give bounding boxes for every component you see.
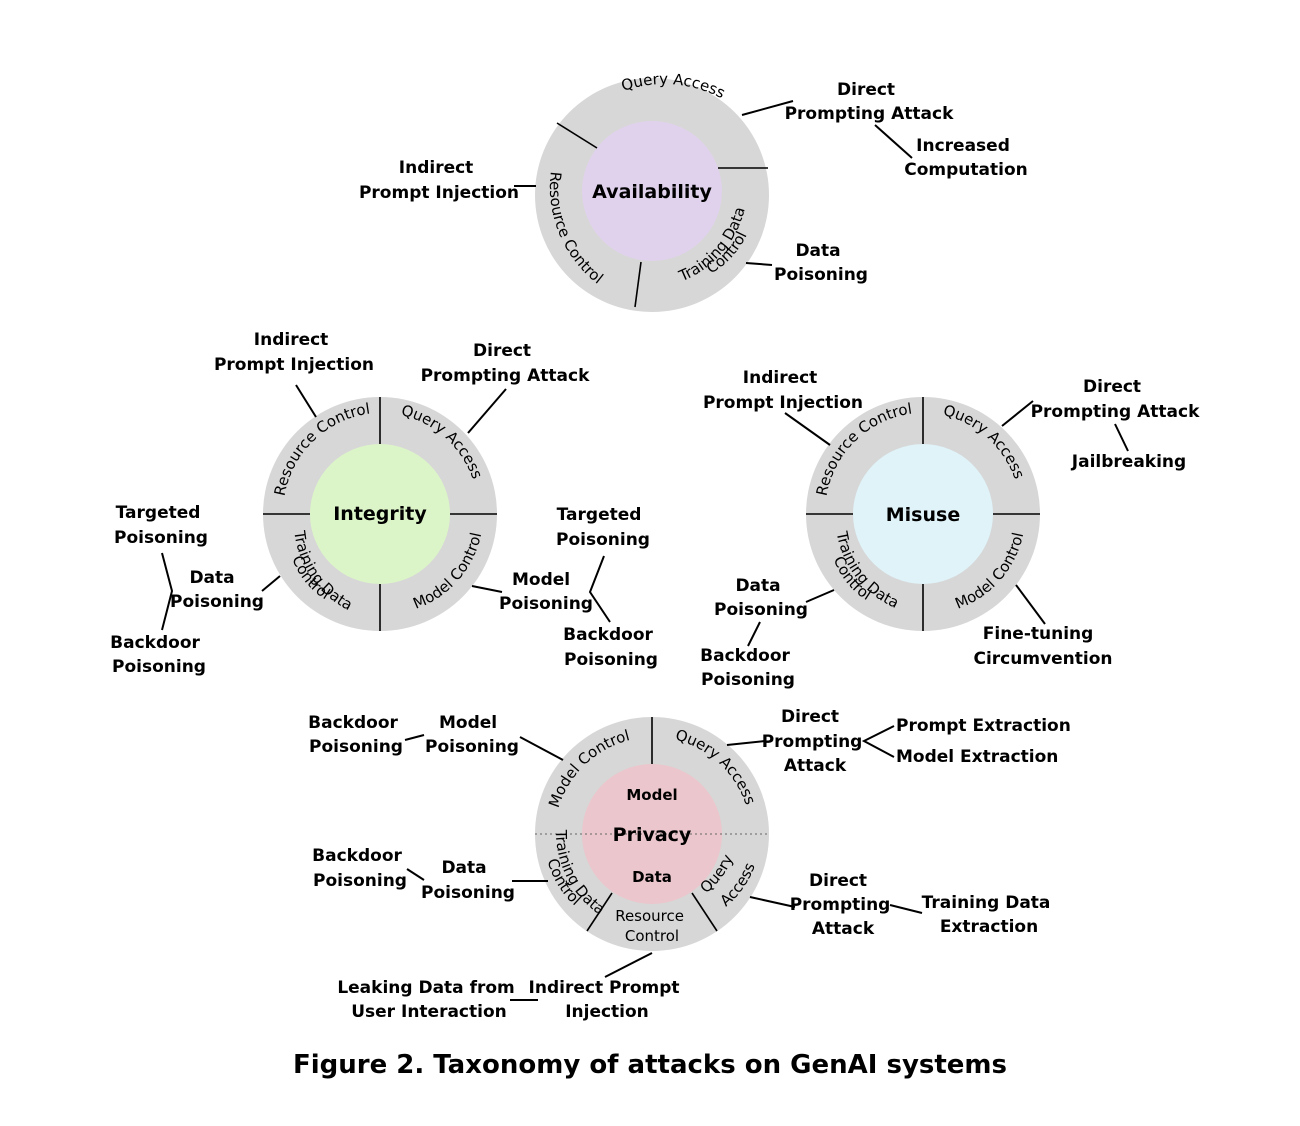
misuse-jailbreaking: Jailbreaking: [1071, 452, 1186, 472]
privacy-leader-model: [519, 736, 564, 761]
integrity-title: Integrity: [333, 503, 427, 525]
integrity-direct-prompting: Direct Prompting Attack: [421, 341, 591, 386]
availability-data-poisoning: Data Poisoning: [774, 241, 868, 285]
privacy-sub-model: Model: [626, 786, 677, 804]
availability-leader-increased: [874, 124, 913, 159]
privacy-leaking-data: Leaking Data from User Interaction: [337, 978, 520, 1022]
integrity-targeted-poisoning-left: Targeted Poisoning: [114, 503, 208, 548]
privacy-backdoor-poisoning-top: Backdoor Poisoning: [308, 713, 404, 757]
privacy-leader-direct-bottom: [749, 896, 796, 908]
privacy-leader-backdoor-bottom: [406, 868, 425, 881]
integrity-core: [310, 444, 450, 584]
integrity-indirect-prompt-injection: Indirect Prompt Injection: [214, 330, 374, 375]
privacy-leader-direct-top: [726, 740, 766, 746]
privacy-title: Privacy: [613, 824, 692, 846]
privacy-leader-training: [889, 904, 923, 914]
availability-attacks: Direct Prompting Attack Increased Comput…: [359, 80, 1028, 285]
privacy-model-poisoning: Model Poisoning: [425, 713, 519, 757]
integrity-leader-direct: [467, 388, 507, 434]
figure-caption: Figure 2. Taxonomy of attacks on GenAI s…: [292, 1050, 1008, 1080]
integrity-leader-brace-left: [161, 552, 174, 631]
availability-core: [582, 121, 722, 261]
integrity-leader-brace-right: [588, 555, 611, 623]
misuse-finetuning-circumvention: Fine-tuning Circumvention: [973, 624, 1112, 669]
integrity-leader-data: [261, 575, 281, 592]
integrity-targeted-poisoning-right: Targeted Poisoning: [556, 505, 650, 550]
misuse-attacks: Indirect Prompt Injection Direct Prompti…: [700, 368, 1200, 690]
availability-indirect-prompt-injection: Indirect Prompt Injection: [359, 158, 519, 203]
integrity-backdoor-poisoning-left: Backdoor Poisoning: [110, 633, 206, 677]
misuse-indirect-prompt-injection: Indirect Prompt Injection: [703, 368, 863, 413]
misuse-wheel: Resource Control Query Access Training D…: [806, 397, 1040, 631]
privacy-backdoor-poisoning-bottom: Backdoor Poisoning: [312, 846, 408, 891]
misuse-title: Misuse: [886, 504, 960, 526]
availability-sep-1: [556, 122, 598, 149]
availability-wheel: Query Access Resource Control Training D…: [535, 70, 769, 312]
integrity-data-poisoning: Data Poisoning: [170, 568, 264, 612]
privacy-training-data-extraction: Training Data Extraction: [922, 893, 1057, 937]
availability-increased-computation: Increased Computation: [904, 136, 1027, 180]
privacy-indirect-prompt-injection: Indirect Prompt Injection: [529, 978, 686, 1022]
misuse-leader-direct: [1001, 400, 1034, 427]
availability-leader-data: [745, 262, 773, 266]
privacy-leader-indirect: [604, 952, 653, 978]
availability-direct-prompting: Direct Prompting Attack: [785, 80, 955, 124]
privacy-wheel: Model Control Query Access Training Data…: [535, 717, 769, 951]
misuse-data-poisoning: Data Poisoning: [714, 576, 808, 620]
privacy-sep-br: [691, 892, 718, 932]
integrity-wheel: Resource Control Query Access Training D…: [263, 397, 497, 631]
privacy-prompt-extraction: Prompt Extraction: [896, 716, 1071, 736]
integrity-attacks: Indirect Prompt Injection Direct Prompti…: [110, 330, 659, 677]
misuse-leader-indirect: [784, 412, 831, 446]
privacy-direct-prompting-bottom: Direct Prompting Attack: [790, 871, 897, 939]
misuse-leader-backdoor: [747, 621, 761, 647]
misuse-leader-finetune: [1015, 584, 1046, 625]
privacy-leader-backdoor-top: [404, 734, 425, 741]
misuse-leader-data: [805, 589, 835, 603]
privacy-model-extraction: Model Extraction: [896, 747, 1058, 767]
integrity-backdoor-poisoning-right: Backdoor Poisoning: [563, 625, 659, 670]
privacy-resource-control: Resource Control: [615, 907, 689, 945]
integrity-leader-indirect: [295, 384, 317, 418]
privacy-data-poisoning: Data Poisoning: [421, 858, 515, 903]
integrity-model-poisoning: Model Poisoning: [499, 570, 593, 614]
misuse-core: [853, 444, 993, 584]
availability-leader-direct: [741, 100, 794, 116]
availability-sep-3: [634, 261, 642, 308]
privacy-direct-prompting-top: Direct Prompting Attack: [762, 707, 869, 776]
integrity-leader-model: [471, 585, 503, 593]
misuse-leader-jailbreak: [1114, 423, 1129, 452]
privacy-attacks: Backdoor Poisoning Model Poisoning Direc…: [308, 707, 1071, 1022]
privacy-sub-data: Data: [632, 868, 672, 886]
misuse-direct-prompting: Direct Prompting Attack: [1031, 377, 1201, 422]
misuse-backdoor-poisoning: Backdoor Poisoning: [700, 646, 796, 690]
availability-title: Availability: [592, 181, 712, 203]
privacy-leader-fork: [861, 725, 895, 758]
privacy-sep-bl: [586, 892, 613, 932]
